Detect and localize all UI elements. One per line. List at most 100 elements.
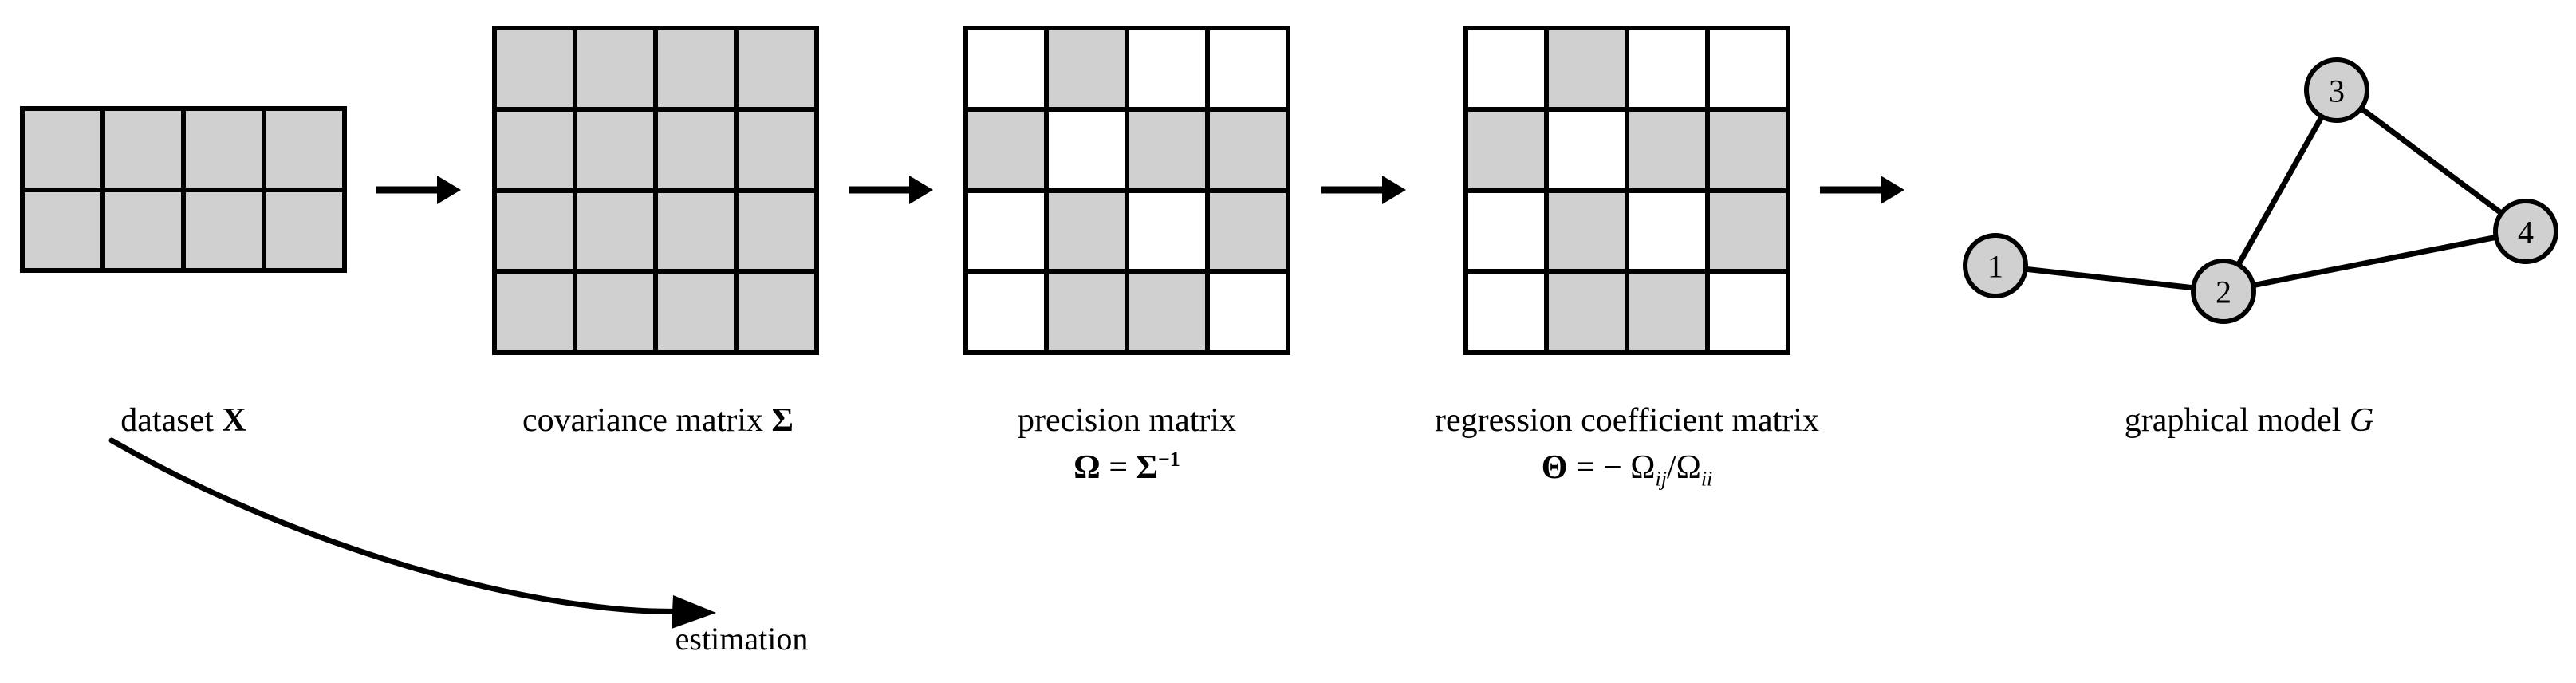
graph-node-circle-1[interactable] — [1963, 233, 2028, 298]
matrix-cell-dataset-r1c3 — [186, 111, 262, 188]
graph-node-4[interactable]: 4 — [2493, 199, 2558, 264]
matrix-cell-covariance-r3c1 — [497, 192, 573, 270]
caption-dataset: dataset X — [0, 399, 367, 443]
matrix-cell-covariance-r3c4 — [739, 192, 814, 270]
matrix-cell-covariance-r3c2 — [577, 192, 653, 270]
matrix-cell-regression-r2c1 — [1468, 111, 1544, 188]
matrix-cell-regression-r4c2 — [1549, 274, 1625, 350]
graph-node-circle-2[interactable] — [2191, 259, 2256, 324]
matrix-cell-regression-r1c3 — [1629, 30, 1705, 107]
matrix-cell-covariance-r1c1 — [497, 30, 573, 107]
matrix-cell-regression-r4c3 — [1629, 274, 1705, 350]
regression-numerator-omega: Ω — [1630, 449, 1656, 487]
matrix-cell-regression-r3c2 — [1549, 192, 1625, 270]
matrix-cell-precision-r3c1 — [968, 192, 1044, 270]
matrix-cell-regression-r3c1 — [1468, 192, 1544, 270]
caption-precision: precision matrix Ω = Σ−1 — [904, 399, 1350, 491]
matrix-cell-precision-r1c4 — [1210, 30, 1286, 107]
matrix-cell-dataset-r2c3 — [186, 191, 262, 268]
matrix-cell-precision-r4c2 — [1049, 274, 1125, 350]
matrix-cell-covariance-r2c2 — [577, 111, 653, 188]
matrix-cell-dataset-r2c2 — [105, 191, 181, 268]
matrix-cell-covariance-r2c1 — [497, 111, 573, 188]
caption-regression-text: regression coefficient matrix — [1434, 402, 1820, 439]
caption-dataset-symbol: X — [222, 402, 246, 439]
matrix-cell-precision-r3c4 — [1210, 192, 1286, 270]
precision-omega-symbol: Ω — [1073, 449, 1101, 487]
matrix-cell-dataset-r1c4 — [266, 111, 342, 188]
graph-node-label-2: 2 — [2216, 274, 2231, 310]
graph-edge-2-4 — [2251, 234, 2499, 289]
regression-numerator-index: ij — [1655, 467, 1667, 491]
matrix-cell-dataset-r2c1 — [25, 191, 100, 268]
regression-denominator-omega: Ω — [1676, 449, 1701, 487]
arrow-precision-to-regression — [1321, 176, 1406, 204]
matrix-cell-precision-r3c3 — [1129, 192, 1205, 270]
caption-graphical-model: graphical model G — [1954, 399, 2544, 443]
arrow-dataset-to-covariance — [376, 176, 461, 204]
caption-graphical-model-symbol: G — [2349, 402, 2374, 439]
matrix-cell-dataset-r1c2 — [105, 111, 181, 188]
regression-equals-sign: = — [1575, 449, 1595, 487]
matrix-cell-covariance-r4c3 — [658, 274, 734, 350]
matrix-cell-dataset-r1c1 — [25, 111, 100, 188]
arrow-covariance-to-precision — [849, 176, 933, 204]
graphical-model-graph: 1 2 3 4 — [1963, 57, 2558, 324]
arrow-regression-to-graph — [1820, 176, 1904, 204]
graph-node-label-3: 3 — [2329, 73, 2345, 109]
estimation-label-text: estimation — [675, 621, 809, 657]
regression-coefficient-matrix — [1463, 26, 1790, 355]
matrix-cell-regression-r1c1 — [1468, 30, 1544, 107]
caption-regression-formula: Θ = − Ωij/Ωii — [1360, 446, 1894, 493]
graph-node-3[interactable]: 3 — [2304, 57, 2369, 123]
matrix-cell-covariance-r4c2 — [577, 274, 653, 350]
matrix-cell-precision-r1c1 — [968, 30, 1044, 107]
matrix-cell-precision-r1c3 — [1129, 30, 1205, 107]
covariance-matrix — [492, 26, 819, 355]
matrix-cell-covariance-r4c4 — [739, 274, 814, 350]
estimation-arrow — [108, 437, 716, 629]
precision-inverse-exponent: −1 — [1157, 448, 1180, 472]
graph-node-label-4: 4 — [2518, 215, 2534, 251]
matrix-cell-regression-r3c4 — [1710, 192, 1786, 270]
matrix-cell-precision-r4c4 — [1210, 274, 1286, 350]
graph-node-1[interactable]: 1 — [1963, 233, 2028, 298]
matrix-cell-covariance-r4c1 — [497, 274, 573, 350]
matrix-cell-covariance-r1c4 — [739, 30, 814, 107]
caption-estimation: estimation — [582, 618, 901, 661]
matrix-cell-dataset-r2c4 — [266, 191, 342, 268]
matrix-cell-regression-r2c2 — [1549, 111, 1625, 188]
graph-node-2[interactable]: 2 — [2191, 259, 2256, 324]
dataset-matrix — [20, 106, 347, 273]
caption-graphical-model-text: graphical model — [2124, 402, 2342, 439]
matrix-cell-covariance-r2c4 — [739, 111, 814, 188]
graph-edge-3-4 — [2357, 105, 2505, 217]
matrix-cell-regression-r3c3 — [1629, 192, 1705, 270]
matrix-cell-covariance-r2c3 — [658, 111, 734, 188]
precision-equals-sign: = — [1109, 449, 1128, 487]
graph-node-circle-4[interactable] — [2493, 199, 2558, 264]
matrix-cell-precision-r2c1 — [968, 111, 1044, 188]
caption-regression: regression coefficient matrix Θ = − Ωij/… — [1360, 399, 1894, 493]
graph-node-circle-3[interactable] — [2304, 57, 2369, 123]
matrix-cell-precision-r2c2 — [1049, 111, 1125, 188]
graph-edge-1-2 — [2023, 266, 2196, 291]
caption-covariance: covariance matrix Σ — [431, 399, 885, 443]
caption-precision-formula: Ω = Σ−1 — [904, 446, 1350, 490]
matrix-cell-precision-r4c1 — [968, 274, 1044, 350]
matrix-cell-covariance-r3c3 — [658, 192, 734, 270]
regression-theta-symbol: Θ — [1541, 449, 1568, 487]
matrix-cell-precision-r3c2 — [1049, 192, 1125, 270]
graph-edge-2-3 — [2235, 113, 2326, 268]
matrix-cell-covariance-r1c2 — [577, 30, 653, 107]
matrix-cell-regression-r4c1 — [1468, 274, 1544, 350]
graph-node-label-1: 1 — [1987, 249, 2003, 285]
regression-denominator-index: ii — [1700, 467, 1713, 491]
matrix-cell-precision-r2c4 — [1210, 111, 1286, 188]
precision-matrix — [963, 26, 1290, 355]
regression-fraction-slash: / — [1666, 449, 1676, 487]
matrix-cell-covariance-r1c3 — [658, 30, 734, 107]
matrix-cell-regression-r4c4 — [1710, 274, 1786, 350]
matrix-cell-regression-r1c2 — [1549, 30, 1625, 107]
matrix-cell-precision-r2c3 — [1129, 111, 1205, 188]
